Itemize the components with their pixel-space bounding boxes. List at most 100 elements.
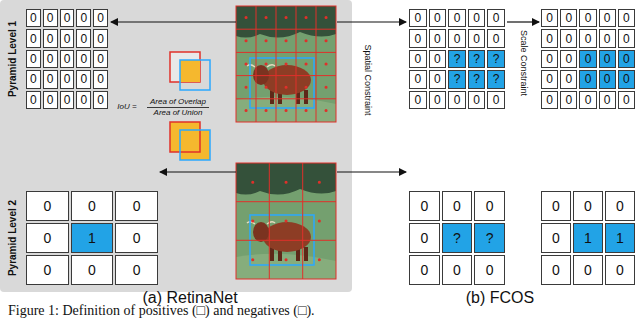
anchor-grid: 0000000000000000000000000 [540,8,636,110]
grid-cell: 0 [448,9,466,27]
grid-cell: 0 [618,9,635,27]
grid-cell: 0 [579,70,596,88]
box-red [170,52,200,82]
formula-denominator: Area of Union [154,109,203,118]
formula-text: IoU = [117,103,136,112]
grid-cell: 0 [442,255,473,285]
grid-cell: 0 [605,191,635,221]
grid-cell: 0 [409,29,427,47]
grid-cell: 0 [115,223,158,253]
grid-cell: 0 [429,29,447,47]
grid-cell: 0 [409,50,427,68]
grid-cell: 0 [409,9,427,27]
grid-cell: ? [487,50,505,68]
grid-cell: 0 [605,255,635,285]
grid-cell: 0 [115,191,158,221]
grid-cell: 0 [76,50,91,68]
grid-cell: 0 [474,255,505,285]
grid-cell: 0 [468,29,486,47]
grid-cell: 0 [599,70,616,88]
level-label: Pyramid Level 1 [7,21,18,97]
image-level-2 [236,163,336,279]
grid-cell: 0 [541,50,558,68]
image-border [236,6,336,122]
grid-cell: 0 [429,70,447,88]
arrow [160,171,236,172]
box-blue [180,130,210,160]
grid-cell: 0 [409,223,440,253]
grid-cell: 0 [560,50,577,68]
grid-cell: 0 [541,29,558,47]
grid-cell: 0 [618,91,635,109]
grid-cell: 0 [448,29,466,47]
grid-cell: 0 [468,91,486,109]
grid-cell: 0 [43,70,58,88]
grid-cell: 0 [43,29,58,47]
anchor-grid-lines [236,163,336,279]
grid-cell: ? [448,50,466,68]
formula-numerator: Area of Overlap [150,98,206,107]
anchor-grid-lines [236,6,336,122]
grid-cell: 0 [26,9,41,27]
arrow [337,171,406,172]
grid-cell: 0 [599,9,616,27]
grid-cell: ? [487,70,505,88]
grid-cell: 0 [93,91,108,109]
connector-arrow [507,21,539,22]
grid-cell: 0 [409,91,427,109]
grid-cell: 0 [541,91,558,109]
grid-cell: 0 [26,50,41,68]
grid-cell: 0 [409,191,440,221]
grid-cell: 0 [579,9,596,27]
grid-cell: 1 [71,223,114,253]
grid-cell: 0 [26,29,41,47]
grid-cell: 0 [93,70,108,88]
subfigure-caption: (b) FCOS [466,289,534,307]
grid-cell: 0 [93,50,108,68]
grid-cell: ? [468,70,486,88]
grid-cell: 0 [487,29,505,47]
grid-cell: 0 [93,9,108,27]
grid-cell: 0 [76,29,91,47]
grid-cell: 0 [76,9,91,27]
constraint-label: Spatial Constraint [362,44,372,115]
anchor-grid: 0000??000 [408,190,506,286]
grid-cell: 0 [71,255,114,285]
grid-cell: 0 [409,70,427,88]
grid-cell: 0 [43,91,58,109]
grid-cell: 0 [26,255,69,285]
grid-cell: 0 [541,9,558,27]
grid-cell: ? [474,223,505,253]
grid-cell: 0 [448,91,466,109]
grid-cell: 0 [26,91,41,109]
grid-cell: ? [448,70,466,88]
grid-cell: 0 [599,91,616,109]
grid-cell: 0 [60,70,75,88]
grid-cell: 0 [541,255,571,285]
grid-cell: 0 [474,191,505,221]
grid-cell: ? [442,223,473,253]
grid-cell: 0 [573,191,603,221]
grid-cell: 0 [26,191,69,221]
grid-cell: 0 [541,70,558,88]
grid-cell: 0 [618,50,635,68]
grid-cell: 0 [93,29,108,47]
grid-cell: 0 [599,29,616,47]
anchor-points [253,182,320,259]
grid-cell: 0 [618,29,635,47]
grid-cell: ? [468,50,486,68]
box-blue [180,60,210,90]
grid-cell: 0 [429,50,447,68]
grid-cell: 0 [60,29,75,47]
grid-cell: 0 [487,91,505,109]
grid-cell: 0 [409,255,440,285]
grid-cell: 0 [26,70,41,88]
box-red [170,122,200,152]
grid-cell: 0 [560,29,577,47]
grid-cell: 0 [541,191,571,221]
grid-cell: 0 [560,9,577,27]
grid-cell: 0 [43,50,58,68]
grid-cell: 0 [60,9,75,27]
overlap-area [180,60,200,82]
